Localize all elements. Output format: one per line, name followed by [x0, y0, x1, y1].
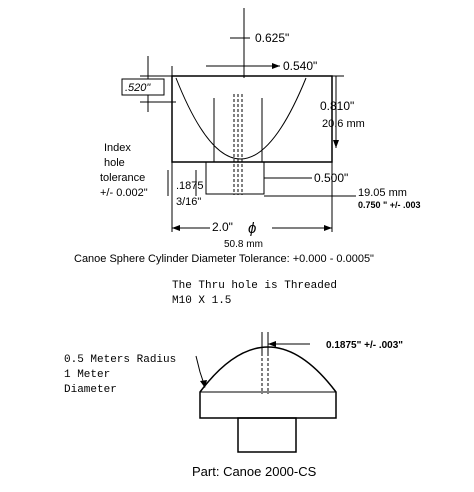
dim-0520-box: [121, 78, 165, 96]
dim-1875-frac-label: 3/16": [176, 196, 201, 208]
dim-diameter-mm-label: 50.8 mm: [224, 239, 263, 250]
dim-1905-label: 19.05 mm: [358, 187, 407, 199]
dim-0810-label: 0.810": [320, 99, 354, 113]
spherical-cut-profile: [175, 77, 307, 160]
dim-1875-label: .1875: [176, 180, 204, 192]
dim-0540-arrow: [272, 63, 280, 69]
dim-0540-label: 0.540": [283, 59, 317, 73]
thread-note: The Thru hole is Threaded M10 X 1.5: [172, 280, 337, 307]
dim-0810-arrow: [333, 140, 339, 148]
index-hole-line-2: hole: [104, 157, 125, 169]
index-hole-line-1: Index: [104, 142, 131, 154]
dim-0625-label: 0.625": [255, 31, 289, 45]
index-hole-note: Index hole tolerance +/- 0.002": [100, 142, 148, 199]
dim-0810-mm-label: 20.6 mm: [322, 118, 365, 130]
thread-note-line-1: The Thru hole is Threaded: [172, 280, 337, 292]
dim-0500-label: 0.500": [314, 171, 348, 185]
side-hole-dim-arrow: [268, 341, 276, 347]
index-pin-outline: [205, 161, 265, 195]
cylinder-body-outline: [171, 75, 333, 163]
dim-0750-label: 0.750 " +/- .003: [358, 200, 421, 210]
dome-outline: [199, 346, 337, 419]
cylinder-tolerance-note: Canoe Sphere Cylinder Diameter Tolerance…: [74, 253, 374, 265]
dim-diameter-label-bg: [210, 219, 272, 235]
top-view: 0.625" 0.540" .520" 0.810" 20.6 mm Index…: [74, 8, 421, 265]
index-hole-line-3: tolerance: [100, 172, 145, 184]
stem-outline: [237, 417, 297, 453]
dim-diameter-right-arrow: [324, 225, 332, 231]
index-hole-line-4: +/- 0.002": [100, 187, 148, 199]
radius-label-line-2: 1 Meter: [64, 369, 110, 381]
radius-label-line-3: Diameter: [64, 384, 117, 396]
part-label: Part: Canoe 2000-CS: [192, 464, 317, 479]
dim-diameter-left-arrow: [172, 225, 180, 231]
thread-note-line-2: M10 X 1.5: [172, 295, 231, 307]
radius-leader-line: [195, 355, 205, 385]
dim-diameter-label: 2.0": [212, 220, 233, 234]
diameter-symbol: ϕ: [248, 220, 256, 237]
dim-0520-label: .520": [125, 82, 151, 94]
radius-leader-arrow: [200, 380, 207, 388]
radius-label-line-1: 0.5 Meters Radius: [64, 354, 176, 366]
side-view: 0.1875" +/- .003" 0.5 Meters Radius 1 Me…: [64, 332, 403, 453]
side-hole-dim-label: 0.1875" +/- .003": [326, 340, 403, 351]
